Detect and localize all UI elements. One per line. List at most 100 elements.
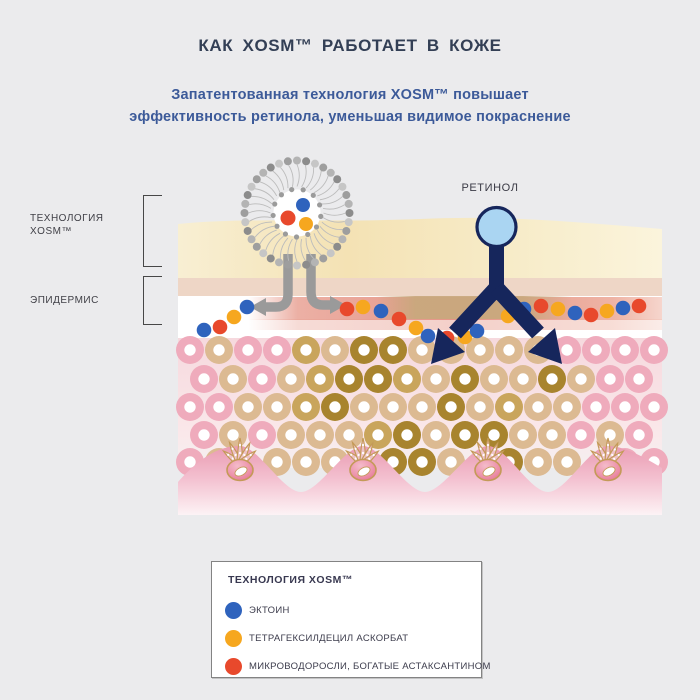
skin-cell-nucleus [358, 344, 370, 356]
skin-cell-nucleus [561, 344, 573, 356]
micelle-outer-dot [326, 168, 335, 177]
micelle-inner-dot [316, 202, 323, 208]
skin-cell-nucleus [271, 456, 283, 468]
retinol-label: РЕТИНОЛ [461, 182, 519, 194]
micelle-tail [305, 237, 314, 259]
micelle-tail [288, 164, 294, 187]
skin-cell-nucleus [604, 373, 616, 385]
skin-cell-nucleus [343, 373, 355, 385]
skin-cell-nucleus [213, 401, 225, 413]
micelle-tail [309, 235, 322, 256]
micelle-tail [287, 238, 293, 261]
skin-cell-nucleus [256, 373, 268, 385]
skin-cell-nucleus [285, 429, 297, 441]
skin-cell-nucleus [416, 344, 428, 356]
micelle-tail [280, 167, 289, 189]
micelle-outer-dot [283, 260, 292, 269]
release-arrow-right-head [330, 296, 346, 314]
micelle-outer-dot [319, 163, 328, 172]
skin-cell-nucleus [488, 429, 500, 441]
skin-cell-nucleus [401, 429, 413, 441]
ingredient-dots [196, 298, 647, 346]
epidermis-label: ЭПИДЕРМИС [30, 295, 99, 306]
ingredient-dot [567, 305, 583, 321]
micelle-tail [248, 210, 271, 214]
micelle-release-arrows [250, 254, 346, 316]
ingredient-dot [339, 301, 355, 317]
skin-cell-nucleus [517, 429, 529, 441]
micelle-tail [319, 188, 340, 201]
micelle-tail [254, 225, 275, 238]
ingredient-dot [583, 307, 599, 323]
micelle-tail [265, 232, 281, 251]
micelle-tail [251, 221, 273, 230]
skin-cell-nucleus [387, 456, 399, 468]
basal-wave [178, 446, 662, 515]
skin-cell-nucleus [546, 429, 558, 441]
micelle-tail [251, 195, 273, 205]
micelle-tail [301, 165, 307, 188]
micelle-tail [300, 239, 306, 262]
micelle-inner-dot [282, 231, 289, 237]
micelle-tail [272, 170, 285, 191]
skin-cell-nucleus [372, 373, 384, 385]
ingredient-dot [239, 299, 255, 315]
skin-cell-nucleus [227, 429, 239, 441]
skin-cell-nucleus [343, 429, 355, 441]
micelle-tail [272, 235, 285, 256]
legend-title: ТЕХНОЛОГИЯ XOSM™ [228, 574, 353, 586]
micelle-outer-dot [344, 218, 353, 227]
micelle-inner-dot [272, 201, 278, 207]
skin-cell-nucleus [445, 456, 457, 468]
micelle-outer-dot [342, 226, 351, 235]
skin-cell-nucleus [300, 456, 312, 468]
micelle-tail [259, 229, 277, 245]
micelle-tail [259, 181, 278, 197]
skin-cell-nucleus [532, 456, 544, 468]
micelle-tail [321, 196, 343, 205]
skin-cell-nucleus [546, 373, 558, 385]
micelle-inner-dot [305, 231, 311, 238]
micelle-inner-dot [318, 213, 324, 219]
skin-cell-nucleus [184, 401, 196, 413]
skin-cell-nucleus [271, 401, 283, 413]
micelle-active-dot [299, 217, 313, 231]
skin-cell-nucleus [227, 373, 239, 385]
page-subtitle: Запатентованная технология XOSM™ повышае… [0, 84, 700, 128]
micelle-outer-dot [326, 249, 335, 258]
skin-cell-nucleus [314, 429, 326, 441]
micelle-tail [248, 216, 271, 222]
micelle-outer-dot [338, 182, 347, 191]
micelle-outer-dot [259, 168, 268, 177]
skin-cell-nucleus [300, 344, 312, 356]
ingredient-dot [550, 301, 566, 317]
micelle-tail [319, 225, 340, 238]
skin-cell-nucleus [329, 344, 341, 356]
ingredient-dot [226, 309, 242, 325]
skin-cell-nucleus [300, 401, 312, 413]
micelle-tail [305, 167, 315, 189]
micelle-tail [249, 203, 272, 209]
skin-cell-nucleus [561, 401, 573, 413]
ingredient-dot [599, 303, 615, 319]
skin-cell-nucleus [517, 373, 529, 385]
micelle-tail [321, 221, 343, 231]
micelle-outer-dot [302, 157, 311, 166]
skin-cell-nucleus [430, 429, 442, 441]
skin-cell-nucleus [416, 401, 428, 413]
skin-cell-nucleus [285, 373, 297, 385]
skin-cell-nucleus [648, 344, 660, 356]
micelle-tail [294, 239, 298, 262]
skin-cell-nucleus [445, 401, 457, 413]
micelle-inner-dot [278, 192, 285, 198]
micelle-tail [317, 181, 335, 197]
skin-cell-nucleus [575, 429, 587, 441]
legend-label: ТЕТРАГЕКСИЛДЕЦИЛ АСКОРБАТ [249, 632, 409, 644]
xosm-micelle [240, 156, 354, 270]
micelle-tail [323, 204, 346, 210]
micelle-tail [313, 175, 329, 194]
skin-cell-nucleus [474, 344, 486, 356]
